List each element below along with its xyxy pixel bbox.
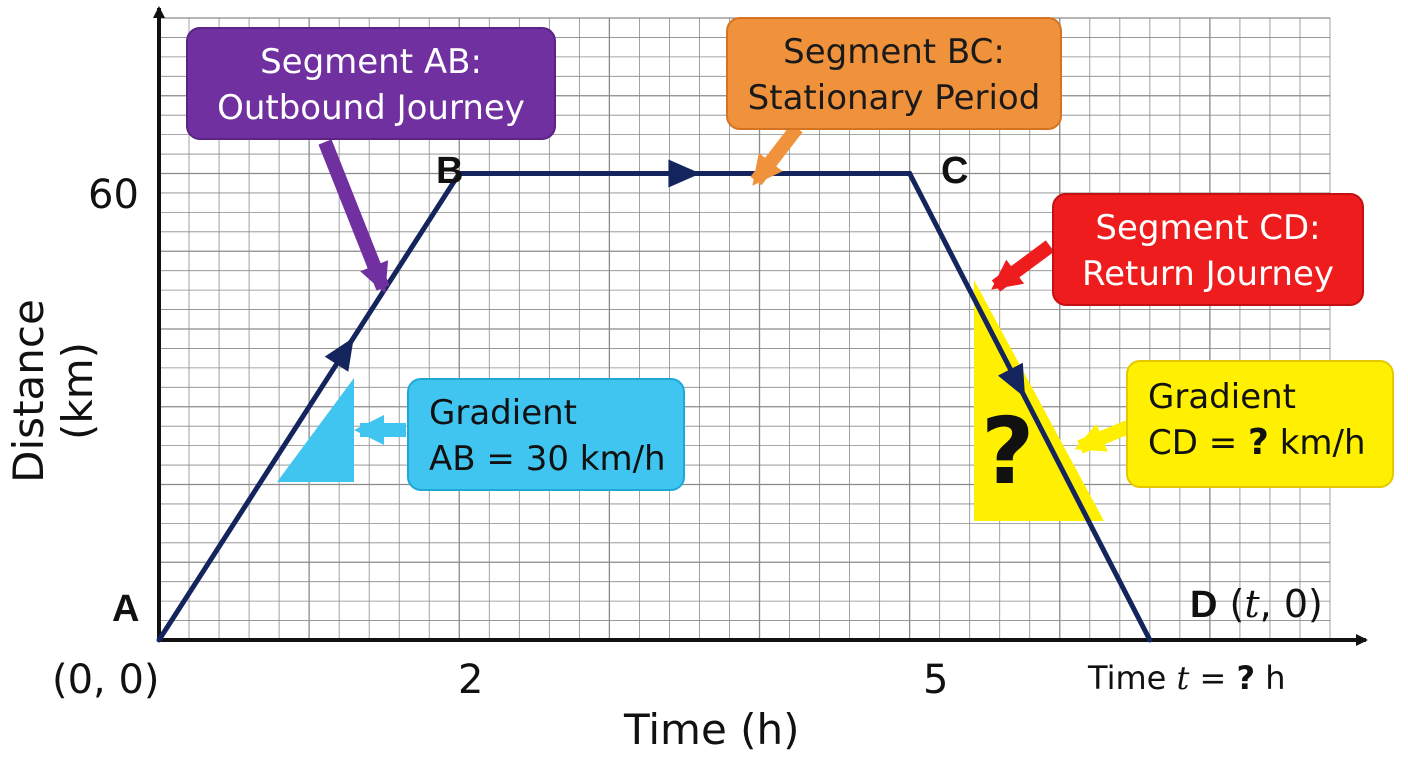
callout-segment-ab-line1: Segment AB: — [260, 42, 482, 82]
y-axis-title: Distance (km) — [4, 299, 102, 483]
x-tick-5: 5 — [923, 657, 949, 703]
y-tick-60: 60 — [88, 172, 139, 218]
data-point-c — [907, 171, 913, 176]
x-tick-origin: (0, 0) — [52, 657, 160, 703]
gradient-cd-triangle — [974, 280, 1104, 521]
time-t-unit: h — [1255, 659, 1286, 697]
callout-segment-bc-line2: Stationary Period — [747, 78, 1041, 118]
callout-gradient-ab-line2: AB = 30 km/h — [429, 439, 666, 479]
time-t-eq: = — [1189, 659, 1237, 697]
x-axis-title: Time (h) — [624, 705, 800, 754]
series-group — [156, 159, 1153, 643]
point-d-rest: , 0) — [1259, 582, 1323, 626]
callout-pointers — [318, 123, 1131, 454]
callout-segment-cd-line2: Return Journey — [1082, 254, 1334, 294]
gradient-cd-prefix: CD = — [1148, 423, 1249, 463]
pointer-bc — [750, 123, 803, 186]
point-label-d: D (t, 0) — [1190, 582, 1323, 627]
direction-arrow-cd — [997, 362, 1026, 398]
time-t-var: t — [1176, 659, 1190, 697]
pointer-cd — [991, 240, 1055, 292]
point-d-open: ( — [1229, 582, 1245, 626]
time-t-prefix: Time — [1088, 659, 1177, 697]
x-tick-2: 2 — [458, 657, 484, 703]
callout-segment-bc-line1: Segment BC: — [783, 32, 1005, 72]
point-label-b: B — [436, 150, 464, 192]
time-t-label: Time t = ? h — [1088, 659, 1286, 697]
callout-gradient-cd-line2: CD = ? km/h — [1148, 420, 1392, 466]
callout-gradient-ab: Gradient AB = 30 km/h — [407, 378, 685, 491]
data-point-d — [1147, 637, 1153, 643]
triangle-question-mark: ? — [981, 398, 1035, 505]
callout-gradient-ab-line1: Gradient — [429, 393, 577, 433]
data-point-b — [456, 171, 462, 176]
point-label-d-letter: D — [1190, 584, 1218, 626]
point-d-t: t — [1244, 582, 1260, 626]
point-label-c: C — [941, 150, 969, 192]
point-label-a: A — [112, 588, 140, 630]
time-t-question: ? — [1236, 659, 1256, 697]
callout-gradient-cd: Gradient CD = ? km/h — [1126, 360, 1394, 488]
callout-segment-cd-line1: Segment CD: — [1095, 208, 1321, 248]
chart-axes — [153, 6, 1368, 646]
gradient-cd-question: ? — [1248, 422, 1269, 463]
callout-gradient-cd-line1: Gradient — [1148, 377, 1296, 417]
callout-segment-cd: Segment CD: Return Journey — [1052, 193, 1364, 306]
data-point-a — [156, 637, 162, 643]
direction-arrow-ab — [324, 337, 354, 372]
gradient-ab-triangle — [277, 378, 354, 482]
callout-segment-ab: Segment AB: Outbound Journey — [186, 27, 556, 140]
gradient-cd-suffix: km/h — [1268, 423, 1366, 463]
pointer-gradient-cd — [1074, 420, 1131, 454]
callout-segment-bc: Segment BC: Stationary Period — [726, 17, 1062, 130]
pointer-ab — [318, 139, 390, 294]
callout-segment-ab-line2: Outbound Journey — [217, 88, 525, 128]
direction-arrow-bc — [668, 159, 701, 188]
